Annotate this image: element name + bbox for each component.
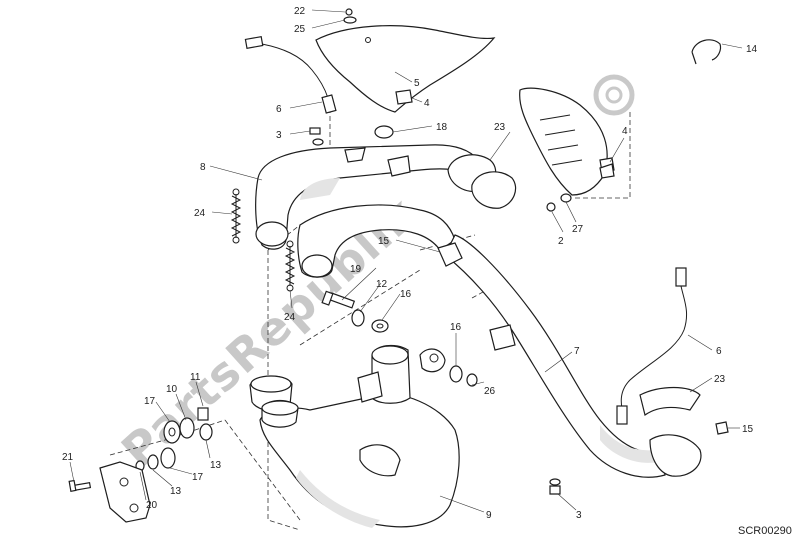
oxygen-sensor-lower — [616, 267, 687, 425]
callout-25: 25 — [294, 24, 306, 35]
callout-17-lower: 17 — [192, 472, 204, 483]
damper-17-lower — [160, 447, 176, 469]
callout-11: 11 — [190, 372, 201, 383]
damper-17-upper — [163, 420, 181, 444]
watermark-gear-icon — [593, 74, 635, 116]
callout-16-lower: 16 — [450, 322, 462, 333]
callout-24-lower: 24 — [284, 312, 296, 323]
callout-7: 7 — [574, 346, 580, 357]
washer-16-upper — [371, 319, 389, 333]
callout-27: 27 — [572, 224, 584, 235]
gasket-23-lower — [639, 386, 701, 416]
callout-22: 22 — [294, 6, 306, 17]
callout-14: 14 — [746, 44, 758, 55]
callout-4-right: 4 — [622, 126, 628, 137]
callout-17-upper: 17 — [144, 396, 156, 407]
callout-2: 2 — [558, 236, 564, 247]
damper-10 — [179, 417, 195, 439]
gasket-18 — [374, 125, 394, 139]
callout-10: 10 — [166, 384, 178, 395]
spring-24-upper — [230, 188, 242, 244]
nut-3-lower — [549, 478, 561, 495]
spring-24-lower — [284, 240, 296, 292]
washer-27 — [560, 193, 572, 203]
clamp-14 — [691, 39, 722, 65]
screw-22 — [343, 8, 357, 24]
flange-gasket-upper — [447, 154, 517, 209]
bushing-11 — [197, 407, 213, 441]
callout-8: 8 — [200, 162, 206, 173]
callout-4-top: 4 — [424, 98, 430, 109]
callout-15-right: 15 — [742, 424, 754, 435]
bracket-4-upper — [395, 89, 413, 105]
screw-2 — [546, 202, 556, 212]
bolt-19 — [321, 290, 356, 309]
callout-20: 20 — [146, 500, 158, 511]
callout-26: 26 — [484, 386, 496, 397]
callout-23-top: 23 — [494, 122, 506, 133]
callout-9: 9 — [486, 510, 492, 521]
diagram-code: SCR00290 — [738, 525, 792, 537]
leader-lines — [69, 9, 743, 513]
callout-21: 21 — [62, 452, 74, 463]
mid-pipe-7 — [437, 234, 702, 478]
callout-labels: 22 25 5 4 6 3 8 18 24 14 23 4 2 27 15 19… — [62, 6, 758, 521]
rear-header-pipe — [297, 204, 456, 278]
callout-5: 5 — [414, 78, 420, 89]
callout-23-right: 23 — [714, 374, 726, 385]
callout-16-upper: 16 — [400, 289, 412, 300]
nut-15-lower — [715, 421, 729, 435]
bracket-plate-20 — [99, 461, 151, 523]
callout-19: 19 — [350, 264, 362, 275]
oxygen-sensor-upper — [244, 35, 337, 114]
bolt-21 — [68, 479, 92, 492]
callout-13-lower: 13 — [170, 486, 182, 497]
callout-3-top: 3 — [276, 130, 282, 141]
callout-15-mid: 15 — [378, 236, 390, 247]
callout-12: 12 — [376, 279, 388, 290]
callout-6-top: 6 — [276, 104, 282, 115]
washer-16-lower — [449, 365, 463, 383]
screw-3-upper — [309, 127, 324, 146]
callout-3-lower: 3 — [576, 510, 582, 521]
callout-24-left: 24 — [194, 208, 206, 219]
front-header-pipe — [255, 144, 479, 250]
callout-6-right: 6 — [716, 346, 722, 357]
heat-shield-upper — [315, 25, 496, 113]
washer-12 — [351, 309, 365, 327]
bracket-4-right — [599, 163, 615, 179]
washer-26 — [466, 373, 478, 387]
muffler-heat-shield — [519, 87, 615, 196]
callout-18: 18 — [436, 122, 448, 133]
muffler-9 — [249, 344, 460, 528]
callout-13-right: 13 — [210, 460, 222, 471]
